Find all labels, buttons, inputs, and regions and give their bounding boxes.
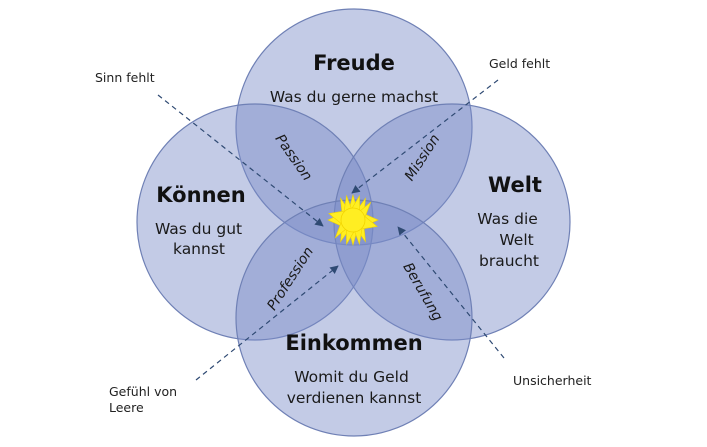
sun-icon xyxy=(327,193,379,247)
freude-subtitle: Was du gerne machst xyxy=(270,88,438,106)
arrow-gefuehl-von-leere xyxy=(195,265,339,381)
welt-title: Welt xyxy=(488,173,542,197)
note-sinn-fehlt: Sinn fehlt xyxy=(95,70,155,85)
arrow-unsicherheit xyxy=(397,226,505,359)
note-geld-fehlt: Geld fehlt xyxy=(489,56,550,71)
einkommen-subtitle: Womit du Geld verdienen kannst xyxy=(287,368,422,407)
welt-subtitle: Was die Welt braucht xyxy=(477,210,542,270)
arrow-sinn-fehlt xyxy=(157,94,324,227)
circle-freude xyxy=(235,8,473,246)
note-unsicherheit: Unsicherheit xyxy=(513,373,592,388)
koennen-title: Können xyxy=(156,183,245,207)
einkommen-title: Einkommen xyxy=(285,331,422,355)
note-gefuehl-von-leere: Gefühl von Leere xyxy=(109,384,181,415)
arrow-geld-fehlt xyxy=(351,79,499,194)
freude-title: Freude xyxy=(313,51,395,75)
koennen-subtitle: Was du gut kannst xyxy=(155,220,247,258)
